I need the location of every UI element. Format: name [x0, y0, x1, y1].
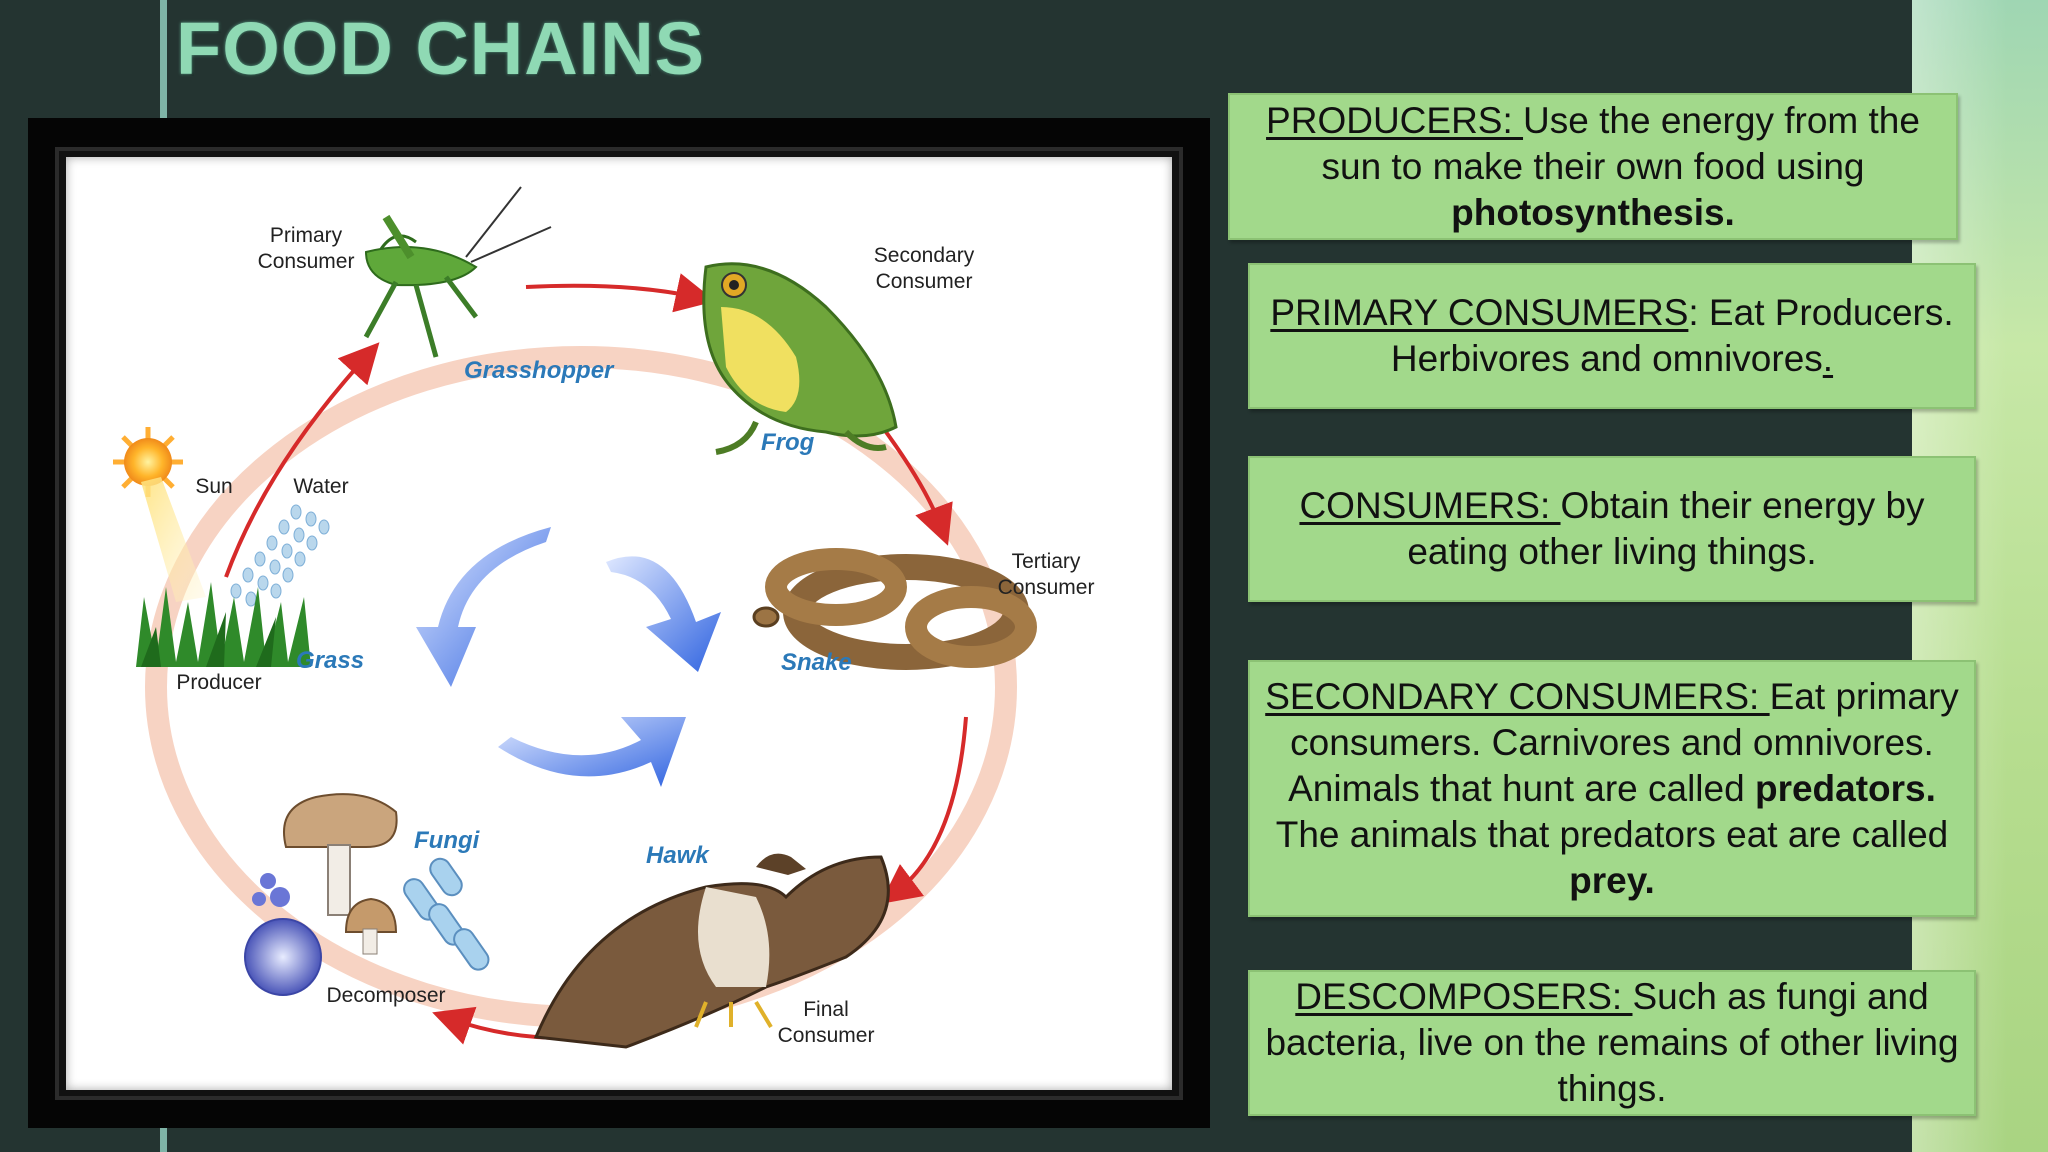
text-primary-consumers: : Eat Producers. Herbivores and omnivore…: [1390, 292, 1954, 379]
term-secondary-consumers: SECONDARY CONSUMERS:: [1265, 675, 1770, 717]
name-hawk: Hawk: [646, 842, 709, 869]
text-consumers: Obtain their energy by eating other livi…: [1407, 485, 1925, 572]
label-final-consumer: Final Consumer: [777, 998, 875, 1047]
label-sun: Sun: [195, 475, 233, 498]
label-water: Water: [293, 475, 349, 498]
grass-icon: [136, 582, 311, 667]
sunbeam: [141, 477, 206, 602]
name-frog: Frog: [761, 429, 815, 456]
center-arrow-bottom: [498, 717, 686, 787]
center-arrow-left: [416, 527, 551, 687]
bold-predators: predators.: [1754, 767, 1936, 809]
text-secondary-1: Eat primary consumers. Carnivores and om…: [1288, 675, 1959, 809]
arrow-grasshopper-to-frog: [525, 273, 716, 313]
arrow-grass-to-grasshopper: [224, 342, 380, 578]
grasshopper-icon: [363, 186, 552, 358]
term-primary-consumers: PRIMARY CONSUMERS: [1270, 292, 1689, 333]
water-drops-icon: [230, 504, 330, 607]
label-secondary-consumer: Secondary Consumer: [873, 244, 975, 293]
arrow-snake-to-hawk: [880, 716, 968, 905]
card-decomposers: DESCOMPOSERS: Such as fungi and bacteria…: [1248, 970, 1976, 1116]
term-producers: PRODUCERS:: [1266, 99, 1524, 141]
food-chain-illustration: [113, 186, 1037, 1049]
name-snake: Snake: [781, 649, 852, 676]
arrow-frog-to-snake: [884, 430, 953, 546]
sun-icon: [113, 427, 183, 497]
term-consumers: CONSUMERS:: [1299, 485, 1561, 526]
name-grass: Grass: [296, 647, 365, 674]
primary-consumers-end: .: [1822, 338, 1834, 379]
label-decomposer: Decomposer: [326, 984, 446, 1007]
card-primary-consumers: PRIMARY CONSUMERS: Eat Producers. Herbiv…: [1248, 263, 1976, 409]
name-grasshopper: Grasshopper: [464, 357, 614, 384]
frog-icon: [702, 262, 898, 455]
card-secondary-consumers: SECONDARY CONSUMERS: Eat primary consume…: [1248, 660, 1976, 917]
bold-photosynthesis: photosynthesis.: [1451, 191, 1735, 233]
slide-title: FOOD CHAINS: [176, 7, 705, 90]
text-producers: Use the energy from the sun to make thei…: [1321, 99, 1920, 187]
card-producers: PRODUCERS: Use the energy from the sun t…: [1228, 93, 1958, 240]
term-decomposers: DESCOMPOSERS:: [1295, 976, 1633, 1017]
text-decomposers: Such as fungi and bacteria, live on the …: [1265, 976, 1959, 1109]
label-producer: Producer: [176, 671, 262, 694]
name-fungi: Fungi: [414, 827, 480, 854]
text-secondary-2: The animals that predators eat are calle…: [1275, 813, 1949, 855]
label-tertiary-consumer: Tertiary Consumer: [997, 550, 1095, 599]
bold-prey: prey.: [1569, 859, 1655, 901]
hawk-icon: [533, 853, 890, 1049]
mushroom-icon: [283, 793, 398, 955]
food-chain-diagram: Primary Consumer Secondary Consumer Tert…: [66, 157, 1172, 1090]
center-arrow-top: [606, 556, 721, 672]
snake-icon: [752, 548, 1037, 670]
bacteria-icon: [244, 857, 490, 996]
card-consumers: CONSUMERS: Obtain their energy by eating…: [1248, 456, 1976, 602]
label-primary-consumer: Primary Consumer: [257, 224, 355, 273]
